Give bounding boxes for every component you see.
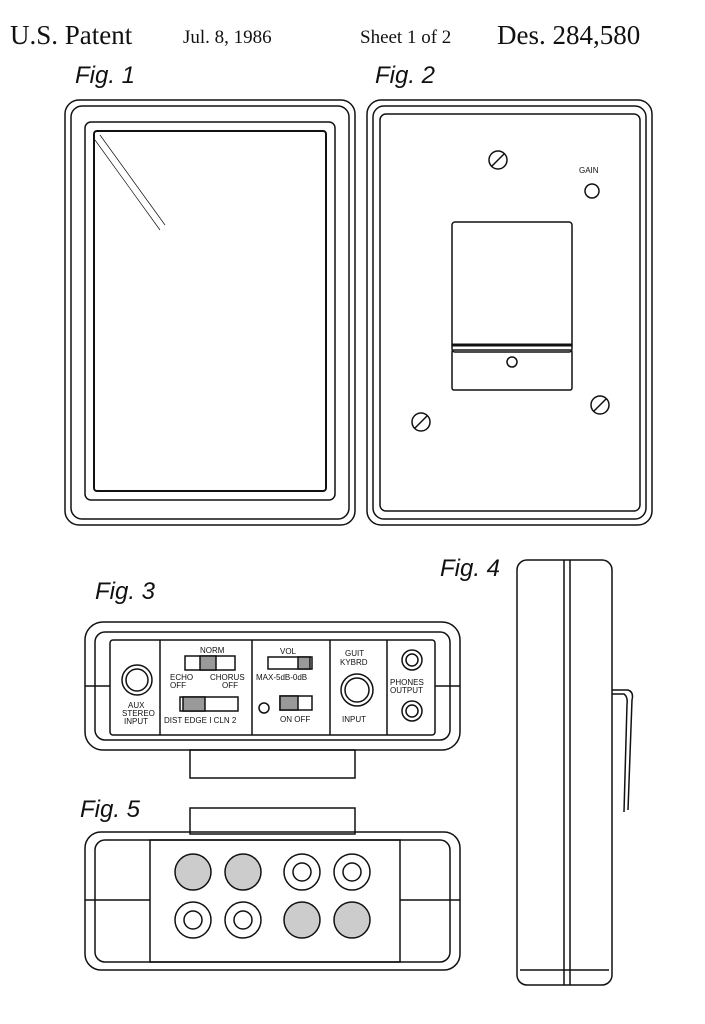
gain-label: GAIN: [579, 166, 599, 175]
chorus-label: CHORUS: [210, 673, 245, 682]
fig1-front-view: [64, 99, 356, 526]
vol-label: VOL: [280, 647, 297, 656]
input-label: INPUT: [342, 715, 366, 724]
vol-scale-label: MAX-5dB-0dB: [256, 673, 307, 682]
chorus-off-label: OFF: [222, 681, 238, 690]
phones-label: PHONES: [390, 678, 424, 687]
kybrd-label: KYBRD: [340, 658, 368, 667]
fig1-caption: Fig. 1: [75, 62, 136, 89]
aux-input-label: INPUT: [124, 717, 148, 726]
fig3-labels: NORM ECHO OFF CHORUS OFF DIST EDGE I CLN…: [122, 646, 424, 726]
fig4-side-view: [516, 559, 634, 986]
output-label: OUTPUT: [390, 686, 423, 695]
fig3-caption: Fig. 3: [95, 578, 156, 605]
fig3-top-panel-view: NORM ECHO OFF CHORUS OFF DIST EDGE I CLN…: [84, 621, 461, 779]
stereo-label: STEREO: [122, 709, 155, 718]
fig4-caption: Fig. 4: [440, 555, 501, 582]
sheet-number: Sheet 1 of 2: [360, 27, 452, 48]
fig2-caption: Fig. 2: [375, 62, 436, 89]
echo-off-label: OFF: [170, 681, 186, 690]
dist-label: DIST EDGE I CLN 2: [164, 716, 237, 725]
aux-label: AUX: [128, 701, 145, 710]
fig5-caption: Fig. 5: [80, 796, 141, 823]
norm-label: NORM: [200, 646, 225, 655]
fig5-bottom-view: [84, 807, 461, 971]
echo-label: ECHO: [170, 673, 193, 682]
fig2-back-view: GAIN: [366, 99, 653, 526]
patent-number: Des. 284,580: [497, 20, 641, 50]
patent-date: Jul. 8, 1986: [183, 27, 272, 48]
on-off-label: ON OFF: [280, 715, 310, 724]
guit-label: GUIT: [345, 649, 364, 658]
patent-label: U.S. Patent: [10, 20, 133, 50]
